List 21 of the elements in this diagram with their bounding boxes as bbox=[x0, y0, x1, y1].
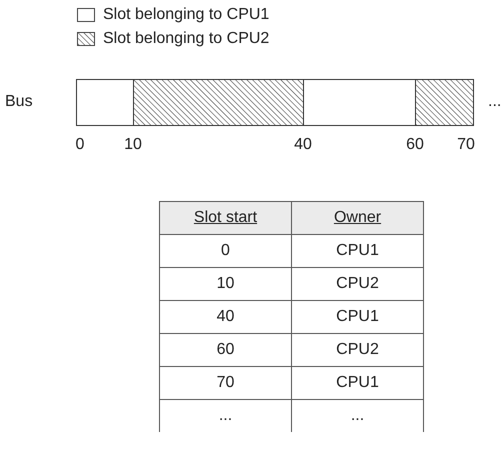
tick-label: 70 bbox=[457, 136, 475, 154]
table-cell: CPU1 bbox=[292, 367, 424, 400]
table-cell: 70 bbox=[160, 367, 292, 400]
column-header: Owner bbox=[292, 202, 424, 235]
table-cell: CPU2 bbox=[292, 334, 424, 367]
legend-text: Slot belonging to CPU1 bbox=[103, 6, 270, 24]
table-cell: 40 bbox=[160, 301, 292, 334]
tick-label: 60 bbox=[406, 136, 424, 154]
tick-label: 0 bbox=[76, 136, 84, 154]
bus-label: Bus bbox=[5, 93, 33, 111]
continuation-dots: ... bbox=[488, 93, 502, 111]
table-cell: CPU1 bbox=[292, 235, 424, 268]
tick-label: 10 bbox=[124, 136, 142, 154]
table-cell: CPU1 bbox=[292, 301, 424, 334]
table-cell: 60 bbox=[160, 334, 292, 367]
column-header: Slot start bbox=[160, 202, 292, 235]
table-cell: 0 bbox=[160, 235, 292, 268]
legend-text: Slot belonging to CPU2 bbox=[103, 30, 270, 48]
table-cell: 10 bbox=[160, 268, 292, 301]
table-cell: CPU2 bbox=[292, 268, 424, 301]
tick-label: 40 bbox=[294, 136, 312, 154]
